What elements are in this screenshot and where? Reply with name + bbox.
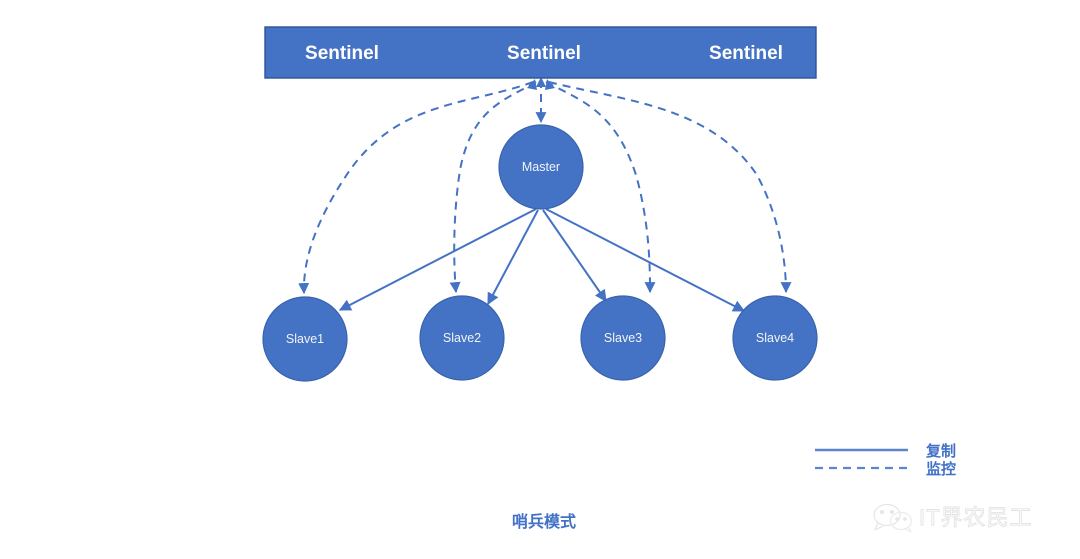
- node-slave3-label: Slave3: [604, 331, 642, 345]
- sentinel-bar-rect[interactable]: [264, 26, 817, 79]
- replication-edge-group: [338, 208, 746, 312]
- node-slave4-circle[interactable]: [732, 295, 818, 381]
- sentinel-label-2: Sentinel: [507, 43, 581, 64]
- node-slave1-circle[interactable]: [262, 296, 348, 382]
- monitor-edge-sentinel-slave1: [298, 81, 534, 295]
- legend-solid-label: 复制: [925, 442, 956, 460]
- watermark-label: IT界农民工: [919, 505, 1033, 530]
- wechat-icon: [873, 503, 913, 533]
- legend-dashed-label: 监控: [926, 460, 956, 478]
- watermark: IT界农民工: [873, 503, 1033, 533]
- monitor-arrow-up-center: [536, 77, 546, 87]
- monitor-edge-sentinel-slave3: [545, 81, 656, 294]
- monitor-converge-arrowheads: [527, 77, 555, 90]
- sentinel-label-1: Sentinel: [305, 43, 379, 64]
- node-slave2[interactable]: Slave2: [419, 295, 505, 381]
- diagram-caption: 哨兵模式: [512, 512, 576, 531]
- monitor-arrow-up-right: [545, 79, 555, 90]
- node-slave1-label: Slave1: [286, 332, 324, 346]
- monitor-edge-sentinel-slave4: [548, 81, 792, 294]
- replication-edge-master-slave4: [545, 208, 746, 312]
- node-master-label: Master: [522, 160, 560, 174]
- node-slave2-circle[interactable]: [419, 295, 505, 381]
- monitor-arrow-up-left: [527, 79, 537, 90]
- node-master[interactable]: Master: [498, 124, 584, 210]
- replication-edge-master-slave3: [542, 209, 607, 302]
- replication-edge-master-slave1: [338, 208, 537, 311]
- node-slave3[interactable]: Slave3: [580, 295, 666, 381]
- legend: 复制 监控: [815, 442, 956, 478]
- monitor-edge-sentinel-slave2: [449, 81, 537, 294]
- node-slave4-label: Slave4: [756, 331, 794, 345]
- node-slave1[interactable]: Slave1: [262, 296, 348, 382]
- replication-edge-master-slave2: [487, 209, 539, 306]
- sentinel-label-3: Sentinel: [709, 43, 783, 64]
- node-slave3-circle[interactable]: [580, 295, 666, 381]
- sentinel-bar[interactable]: Sentinel Sentinel Sentinel: [264, 26, 817, 79]
- node-slave4[interactable]: Slave4: [732, 295, 818, 381]
- node-slave2-label: Slave2: [443, 331, 481, 345]
- node-master-circle[interactable]: [498, 124, 584, 210]
